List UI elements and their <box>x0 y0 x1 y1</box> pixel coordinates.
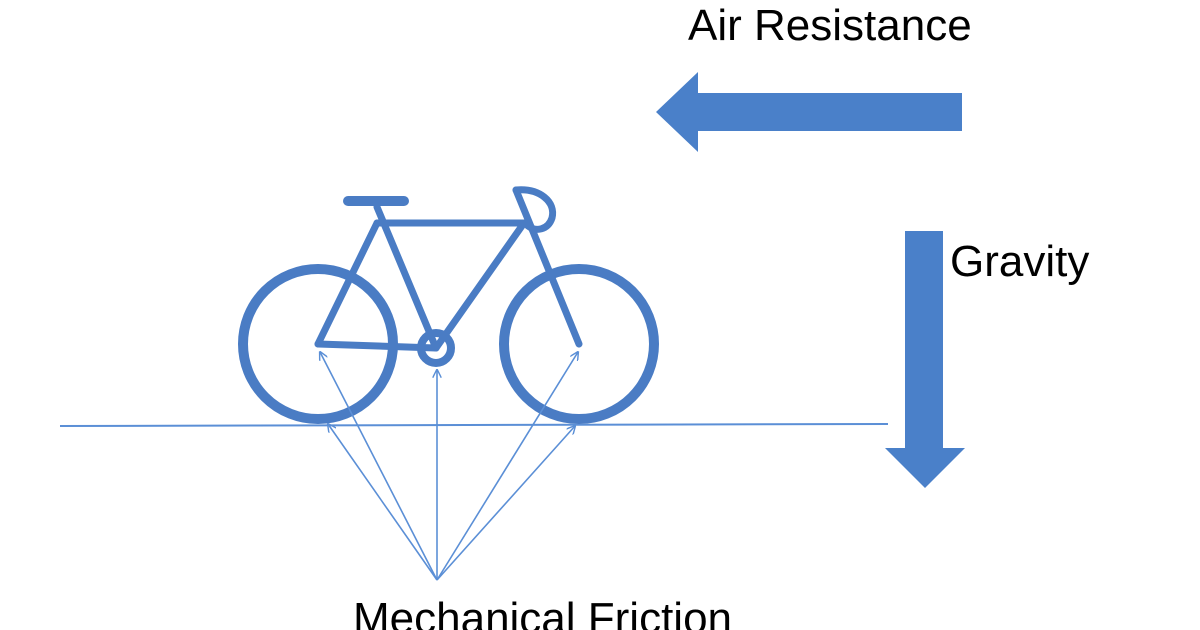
gravity-arrow <box>885 231 965 488</box>
friction-arrows <box>320 352 578 581</box>
friction-arrow-front-ground <box>436 426 575 581</box>
friction-arrow-rear-hub <box>320 352 438 581</box>
down-tube <box>432 219 528 352</box>
handlebar <box>512 186 557 233</box>
bicycle-icon <box>238 186 659 424</box>
chain-stay <box>314 340 440 352</box>
front-wheel <box>499 264 659 424</box>
fork <box>512 186 583 348</box>
friction-arrow-rear-ground <box>328 424 438 581</box>
gravity-label: Gravity <box>950 237 1090 286</box>
seat-tube <box>373 203 440 352</box>
friction-arrow-front-hub <box>436 352 578 581</box>
seat-stay <box>314 219 381 348</box>
crank <box>417 329 455 367</box>
mechanical-friction-label: Mechanical Friction <box>353 594 733 630</box>
air-resistance-arrow <box>656 72 962 152</box>
air-resistance-label: Air Resistance <box>688 1 972 50</box>
ground-line <box>59 423 889 427</box>
